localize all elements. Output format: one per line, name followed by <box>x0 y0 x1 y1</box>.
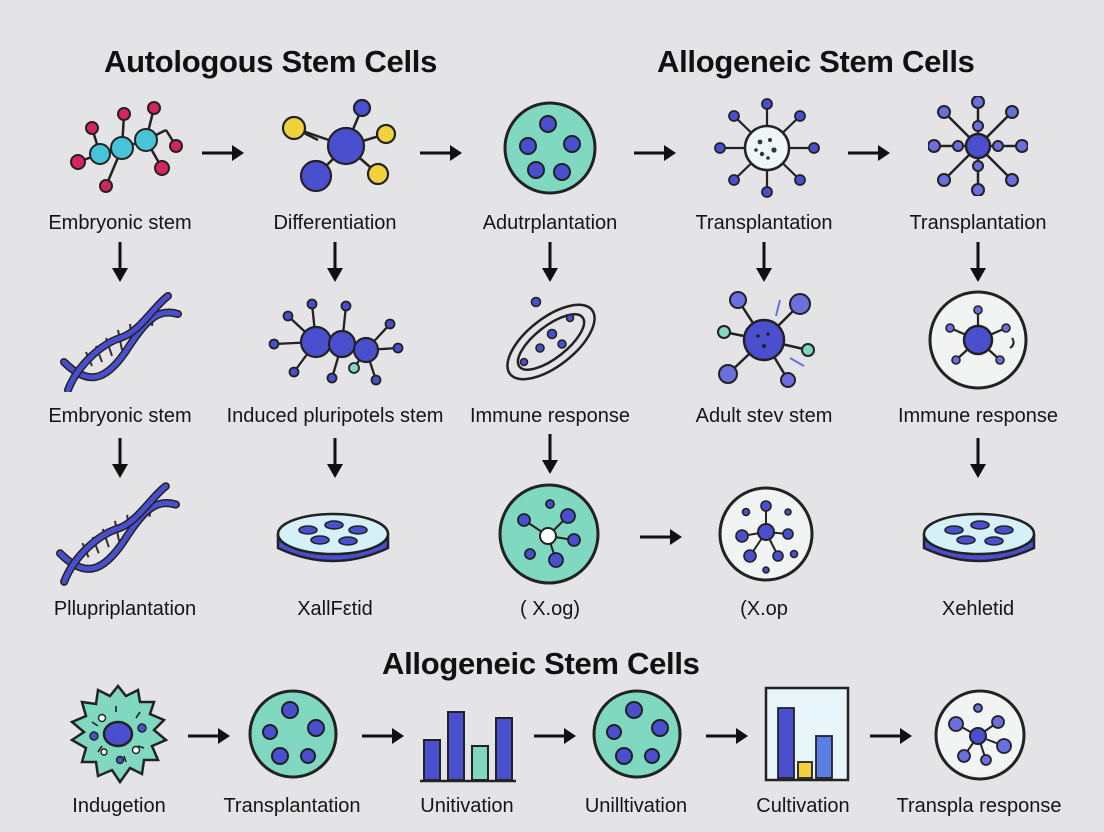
molecule-cluster-icon <box>281 98 397 193</box>
row3-label: Xehletid <box>941 598 1015 620</box>
molecule-chain-icon <box>70 101 183 193</box>
arrow-down <box>327 242 343 282</box>
row1-label: Transplantation <box>695 212 833 234</box>
arrow-down <box>970 242 986 282</box>
row3-label: XallFεtid <box>297 598 373 620</box>
arrow-right <box>188 728 230 744</box>
heading-allogeneic-bottom: Allogeneic Stem Cells <box>382 646 700 681</box>
row1-label: Adutrplantation <box>482 212 618 234</box>
dna-helix-icon <box>60 292 182 392</box>
heading-allogeneic-top: Allogeneic Stem Cells <box>657 44 975 79</box>
orbit-cell-icon <box>506 296 596 381</box>
heading-autologous: Autologous Stem Cells <box>104 44 438 79</box>
arrow-down <box>756 242 772 282</box>
arrow-down <box>112 242 128 282</box>
arrow-down <box>327 438 343 478</box>
cell-sphere-icon <box>592 689 682 779</box>
arrow-right <box>640 529 682 545</box>
row1-label: Embryonic stem <box>48 212 192 234</box>
arrow-down <box>542 242 558 282</box>
network-cell-icon <box>717 291 815 388</box>
arrow-down <box>970 438 986 478</box>
cell-sphere-icon <box>498 483 600 585</box>
row3-label: Pllupriplantation <box>53 598 197 620</box>
cell-sphere-icon <box>248 689 338 779</box>
bar-chart-box-icon <box>764 686 850 782</box>
dna-helix-icon <box>56 482 180 586</box>
arrow-down <box>112 438 128 478</box>
virus-cell-icon <box>69 683 169 785</box>
row3-label: ( X.og) <box>519 598 581 620</box>
star-cell-icon <box>928 96 1028 196</box>
arrow-right <box>634 145 676 161</box>
row1-label: Transplantation <box>909 212 1047 234</box>
network-cell-icon <box>934 689 1026 781</box>
arrow-down <box>542 434 558 474</box>
arrow-right <box>848 145 890 161</box>
spiky-cell-icon <box>714 98 820 198</box>
arrow-right <box>420 145 462 161</box>
bottom-label: Cultivation <box>756 795 850 817</box>
cell-sphere-icon <box>503 101 597 195</box>
bottom-label: Transpla response <box>896 795 1062 817</box>
petri-dish-icon <box>276 512 390 563</box>
molecule-network-icon <box>268 298 404 386</box>
row2-label: Immune response <box>897 405 1059 427</box>
arrow-right <box>202 145 244 161</box>
circle-cell-icon <box>928 290 1028 390</box>
row2-label: Induced pluripotels stem <box>226 405 444 427</box>
network-cell-icon <box>718 486 814 582</box>
arrow-right <box>534 728 576 744</box>
bar-chart-icon <box>420 711 516 783</box>
bottom-label: Unitivation <box>420 795 514 817</box>
bottom-label: Transplantation <box>223 795 361 817</box>
row2-label: Embryonic stem <box>48 405 192 427</box>
arrow-right <box>870 728 912 744</box>
arrow-right <box>362 728 404 744</box>
bottom-label: Indugetion <box>72 795 166 817</box>
row2-label: Adult stev stem <box>695 405 833 427</box>
bottom-label: Unilltivation <box>584 795 688 817</box>
row2-label: Immune response <box>469 405 631 427</box>
row1-label: Differentiation <box>273 212 397 234</box>
petri-dish-icon <box>922 512 1036 563</box>
row3-label: (X.op <box>740 598 788 620</box>
arrow-right <box>706 728 748 744</box>
